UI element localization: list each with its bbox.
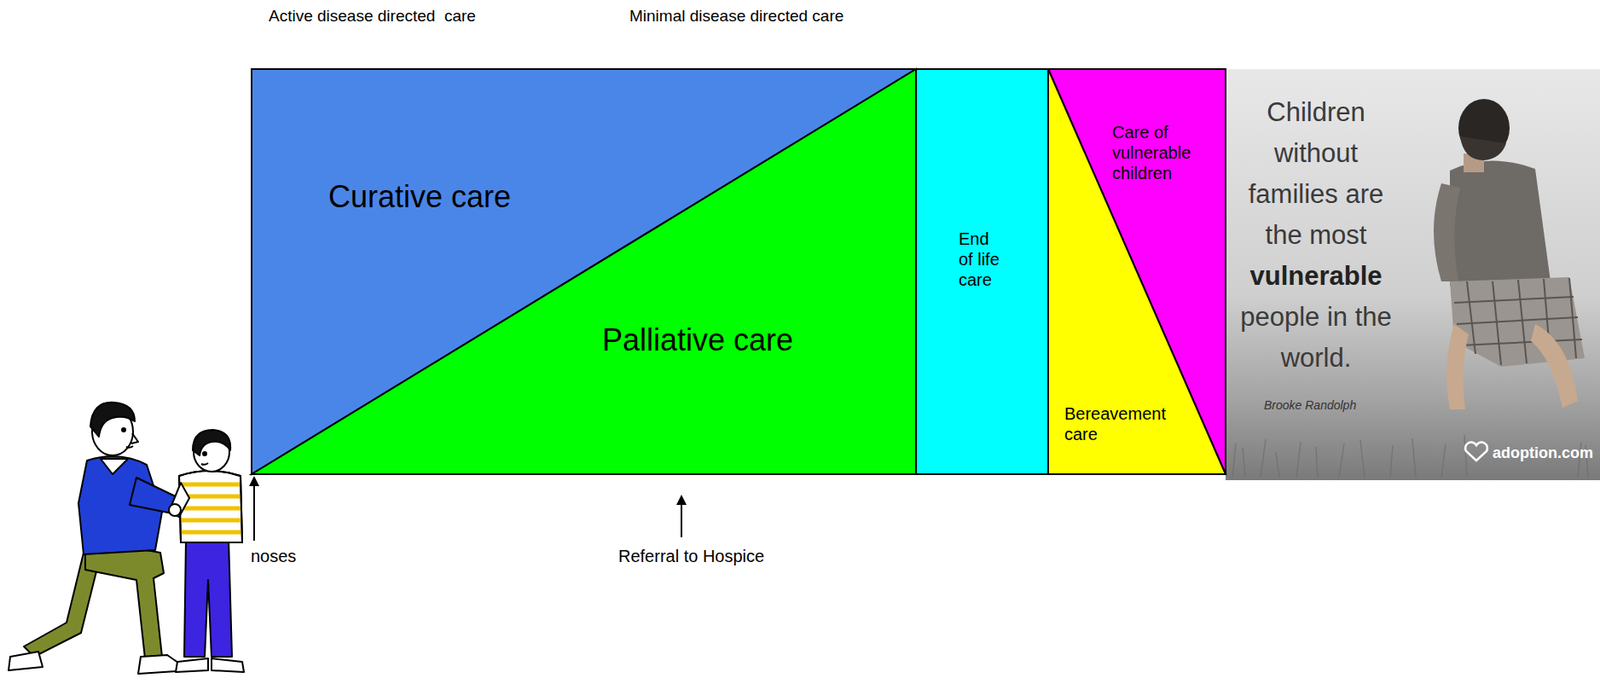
region-label: Bereavement care (1064, 403, 1184, 445)
timeline-marker: Referral to Hospice (618, 545, 824, 567)
quote-photo (1225, 69, 1600, 481)
adult-child-figure (8, 402, 244, 674)
region-label: Palliative care (602, 321, 884, 359)
quote-text: Children without families are the most (1239, 92, 1393, 256)
axis-note: Active disease directed care (268, 6, 542, 27)
quote-text: vulnerable (1239, 255, 1393, 297)
palliative-region: Palliative care (251, 69, 916, 475)
quote-author: Brooke Randolph (1263, 398, 1392, 413)
region-label: Curative care (328, 178, 585, 215)
timeline-marker: noses (250, 545, 354, 567)
end-of-life-band: End of life care (915, 69, 1049, 475)
watermark: adoption.com (1492, 444, 1595, 464)
region-shape (251, 69, 916, 475)
pointer-arrow (249, 475, 687, 541)
region-label: End of life care (958, 228, 1002, 290)
region-label: Care of vulnerable children (1112, 121, 1208, 184)
quote-text: people in the world. (1239, 296, 1393, 379)
axis-note: Minimal disease directed care (629, 6, 903, 27)
